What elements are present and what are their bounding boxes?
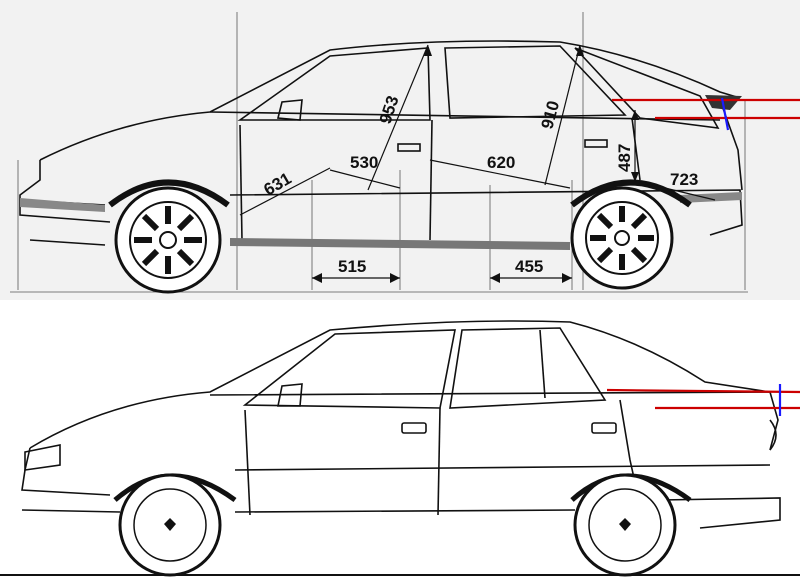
dimension-label-723: 723	[670, 170, 698, 189]
sedan-rear-wheel	[573, 473, 677, 577]
top-reference-annotations	[612, 97, 800, 131]
bottom-upper-red-line	[606, 388, 800, 394]
sedan-line-drawing	[0, 300, 800, 582]
front-wheel	[114, 186, 222, 294]
dimension-label-487: 487	[615, 144, 634, 172]
top-blue-height-marker	[720, 97, 730, 131]
dimension-label-515: 515	[338, 257, 366, 276]
dimension-label-953: 953	[376, 93, 403, 126]
sedan-drawing-svg	[0, 320, 800, 577]
bottom-reference-annotations	[606, 384, 800, 416]
sedan-front-wheel	[118, 473, 222, 577]
wheel-arches	[108, 179, 692, 208]
sill-stripe	[230, 238, 570, 250]
hatchback-dimension-drawing: 631 530 953 620 910 487 723 515 455	[0, 0, 800, 300]
rear-wheel	[570, 186, 674, 290]
dimension-arrowheads	[312, 45, 639, 283]
dimension-label-455: 455	[515, 257, 543, 276]
dimension-lines	[239, 44, 716, 279]
dimension-label-620: 620	[487, 153, 515, 172]
hatchback-drawing-svg: 631 530 953 620 910 487 723 515 455	[10, 12, 800, 294]
dimension-label-530: 530	[350, 153, 378, 172]
front-bumper-stripe	[20, 198, 105, 212]
